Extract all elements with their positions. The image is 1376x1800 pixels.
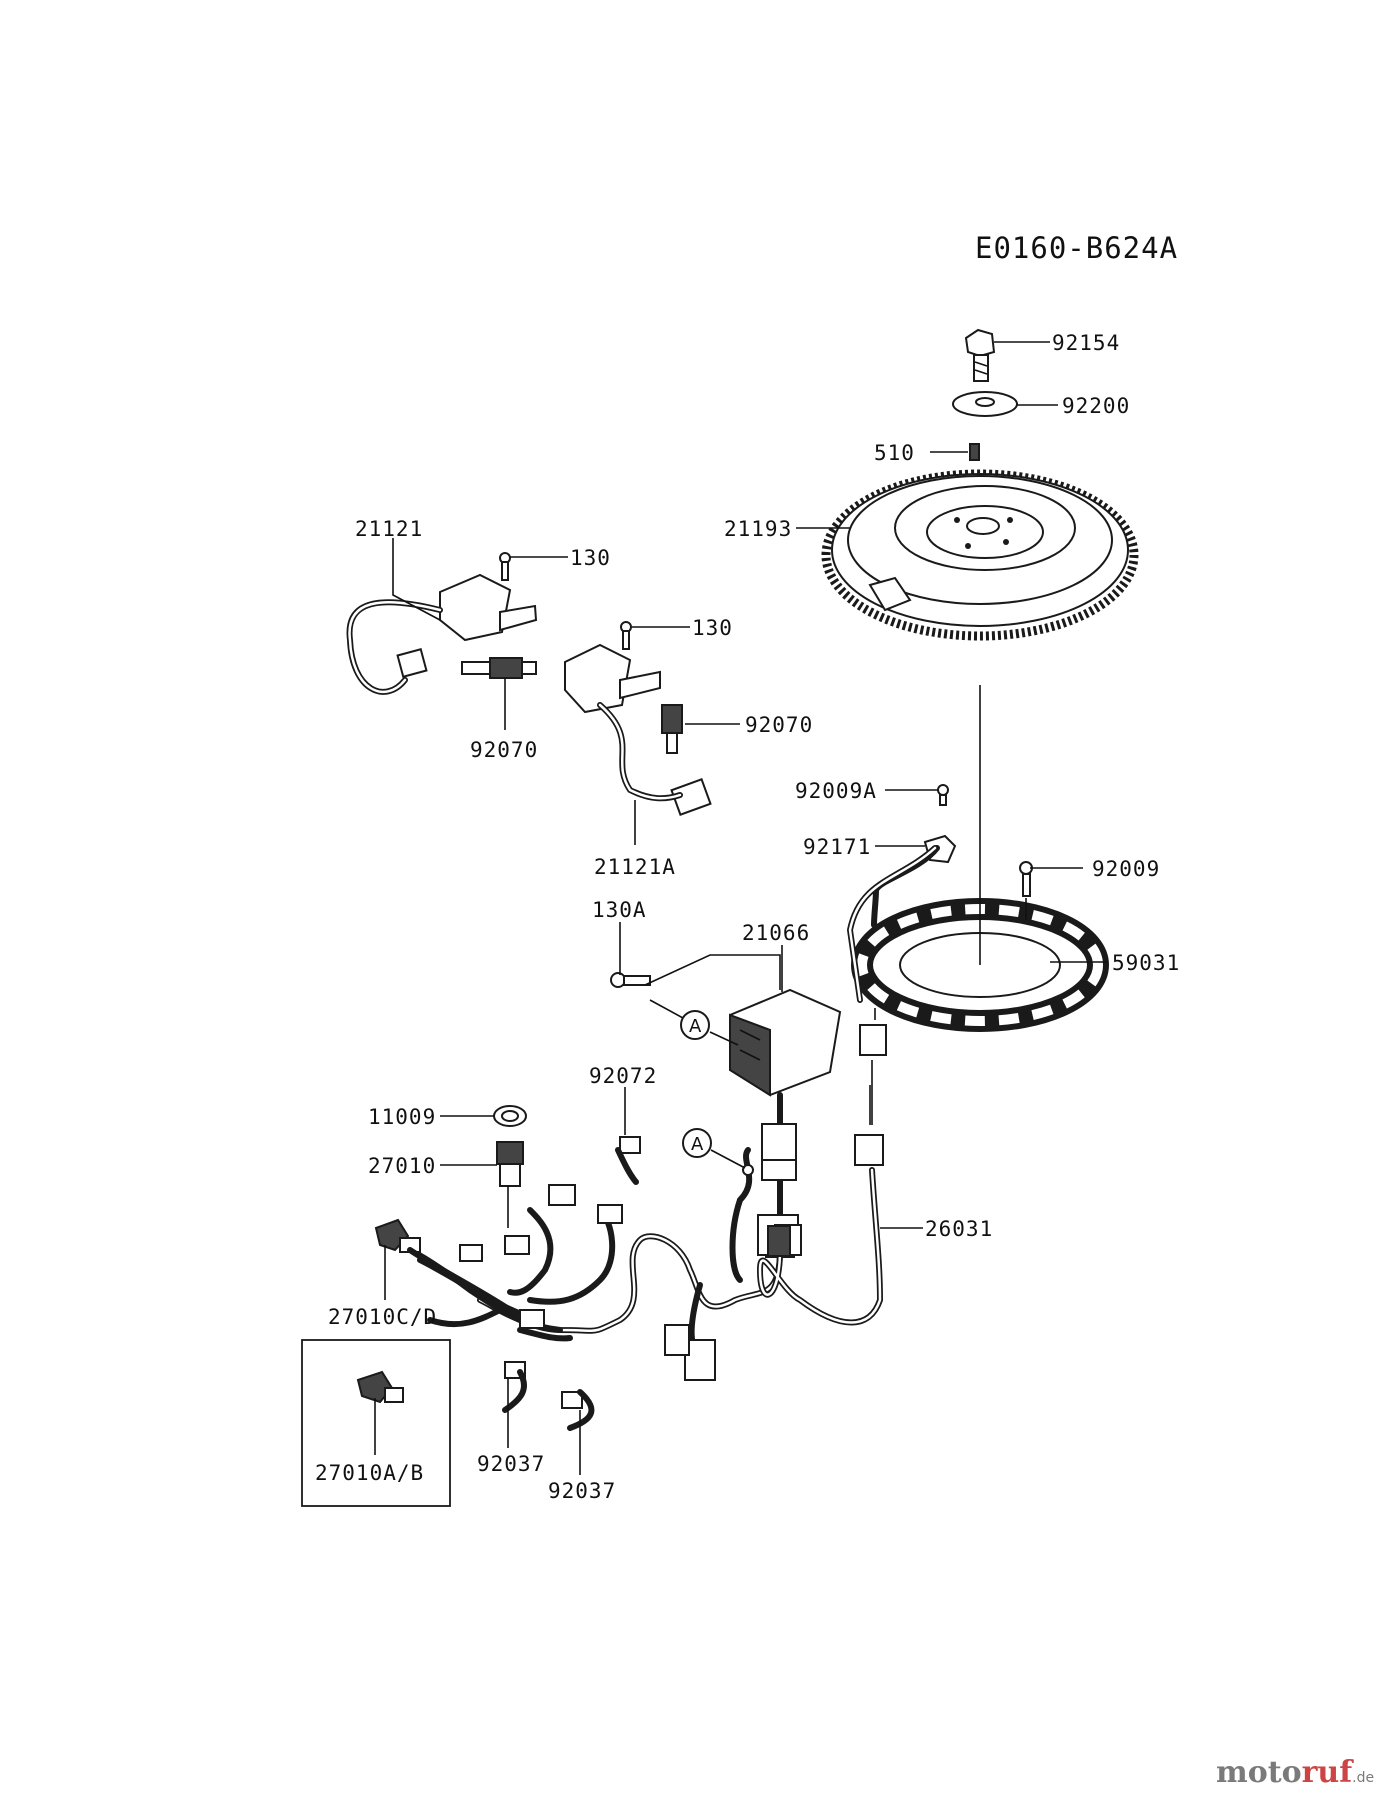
spark-plug-92070-b (661, 704, 683, 754)
label-130-b: 130 (692, 616, 733, 640)
watermark-suffix: .de (1352, 1770, 1374, 1786)
label-59031: 59031 (1112, 951, 1180, 975)
label-92037-a: 92037 (477, 1452, 545, 1476)
watermark-part2: ruf (1302, 1755, 1355, 1790)
ignition-coil-21121 (396, 573, 538, 678)
ignition-coil-21121A (564, 643, 712, 816)
label-21193: 21193 (724, 517, 792, 541)
label-21066: 21066 (742, 921, 810, 945)
label-27010: 27010 (368, 1154, 436, 1178)
watermark-part1: moto (1216, 1755, 1302, 1790)
washer-11009 (493, 1105, 527, 1127)
washer-92200 (952, 391, 1018, 417)
oil-switch-27010CD (374, 1218, 421, 1253)
label-21121A: 21121A (594, 855, 676, 879)
oil-switch-27010 (496, 1141, 524, 1187)
bolt-130-b (620, 621, 632, 650)
bolt-92154 (964, 328, 996, 382)
label-92171: 92171 (803, 835, 871, 859)
label-92154: 92154 (1052, 331, 1120, 355)
diagram-code: E0160-B624A (975, 231, 1178, 265)
flywheel-21193 (821, 469, 1139, 641)
regulator-21066 (729, 988, 842, 1097)
bolt-92009A (937, 784, 949, 806)
bolt-130-a (499, 552, 511, 581)
label-21121: 21121 (355, 517, 423, 541)
label-92070-b: 92070 (745, 713, 813, 737)
label-11009: 11009 (368, 1105, 436, 1129)
oil-switch-27010AB (356, 1370, 404, 1404)
key-510 (969, 443, 980, 461)
callout-A-harness: A (691, 1134, 704, 1155)
watermark-logo: motoruf.de (1216, 1755, 1374, 1790)
label-27010AB: 27010A/B (315, 1461, 424, 1485)
bolt-92009 (1019, 861, 1033, 897)
label-92070-a: 92070 (470, 738, 538, 762)
clamp-92037-b (561, 1389, 595, 1431)
clamp-92072 (615, 1136, 641, 1185)
label-92200: 92200 (1062, 394, 1130, 418)
label-92072: 92072 (589, 1064, 657, 1088)
wiring-harness-26031 (407, 1024, 887, 1381)
inset-frame (301, 1339, 451, 1507)
callout-A-regulator: A (689, 1016, 702, 1037)
label-27010CD: 27010C/D (328, 1305, 437, 1329)
label-510: 510 (874, 441, 915, 465)
label-130-a: 130 (570, 546, 611, 570)
svg-text:motoruf.de: motoruf.de (1216, 1755, 1374, 1790)
bolt-130A (610, 972, 651, 988)
label-92037-b: 92037 (548, 1479, 616, 1503)
spark-plug-92070-a (461, 657, 537, 679)
label-26031: 26031 (925, 1217, 993, 1241)
label-92009A: 92009A (795, 779, 877, 803)
label-130A: 130A (592, 898, 647, 922)
label-92009: 92009 (1092, 857, 1160, 881)
